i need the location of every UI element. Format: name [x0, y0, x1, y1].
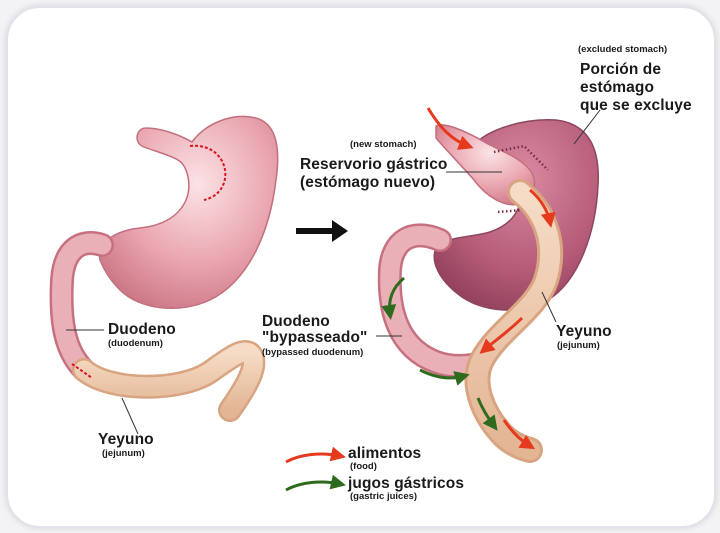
legend-juice-arrow [285, 474, 346, 492]
juice-flow-arrow-2 [419, 368, 470, 386]
normal-jejunum [72, 340, 266, 422]
food-flow-arrow-2 [529, 188, 556, 228]
leader-yeyuno-left [121, 397, 139, 435]
excluded-stomach-label-es-1: Porción de [580, 61, 662, 78]
new-stomach-label-en: (new stomach) [350, 139, 417, 150]
duodeno-left-label-en: (duodenum) [108, 338, 163, 349]
juice-flow-arrow-3 [476, 397, 498, 431]
legend-juice-label-es: jugos gástricos [348, 475, 465, 492]
food-flow-arrow-3 [479, 316, 524, 354]
legend-juice-label-en: (gastric juices) [350, 491, 418, 502]
normal-duodenum [49, 231, 114, 382]
yeyuno-right-label-en: (jejunum) [557, 340, 600, 351]
leader-excluded [573, 109, 601, 145]
normal-stomach [98, 115, 279, 309]
yeyuno-right-label-es: Yeyuno [556, 323, 612, 340]
excluded-stomach-label-es-2: estómago [580, 79, 655, 96]
leader-yeyuno-right [541, 291, 557, 323]
cut-line-duodenum [71, 363, 93, 379]
excluded-stomach-label-en: (excluded stomach) [578, 44, 668, 55]
legend-food-arrow [285, 446, 346, 464]
new-stomach-label-es-2: (estómago nuevo) [300, 174, 436, 191]
new-stomach-label-es-1: Reservorio gástrico [300, 156, 448, 173]
duodeno-bypassed-label-es-1: Duodeno [262, 313, 330, 330]
duodeno-bypassed-label-en: (bypassed duodenum) [262, 347, 364, 358]
food-flow-arrow-1 [426, 107, 474, 150]
food-flow-arrow-4 [502, 419, 536, 450]
staple-line-lower [497, 208, 523, 214]
yeyuno-left-label-es: Yeyuno [98, 431, 154, 448]
yeyuno-left-label-en: (jejunum) [102, 448, 145, 459]
cut-line-stomach [189, 144, 227, 201]
juice-flow-arrow-1 [381, 276, 405, 320]
transition-arrow [296, 220, 348, 242]
legend-food-label-es: alimentos [348, 445, 422, 462]
staple-line-pouch [493, 144, 549, 171]
duodeno-left-label-es: Duodeno [108, 321, 176, 338]
excluded-stomach-label-es-3: que se excluye [580, 97, 692, 114]
legend-food-label-en: (food) [350, 461, 377, 472]
duodeno-bypassed-label-es-2: "bypasseado" [262, 329, 368, 346]
